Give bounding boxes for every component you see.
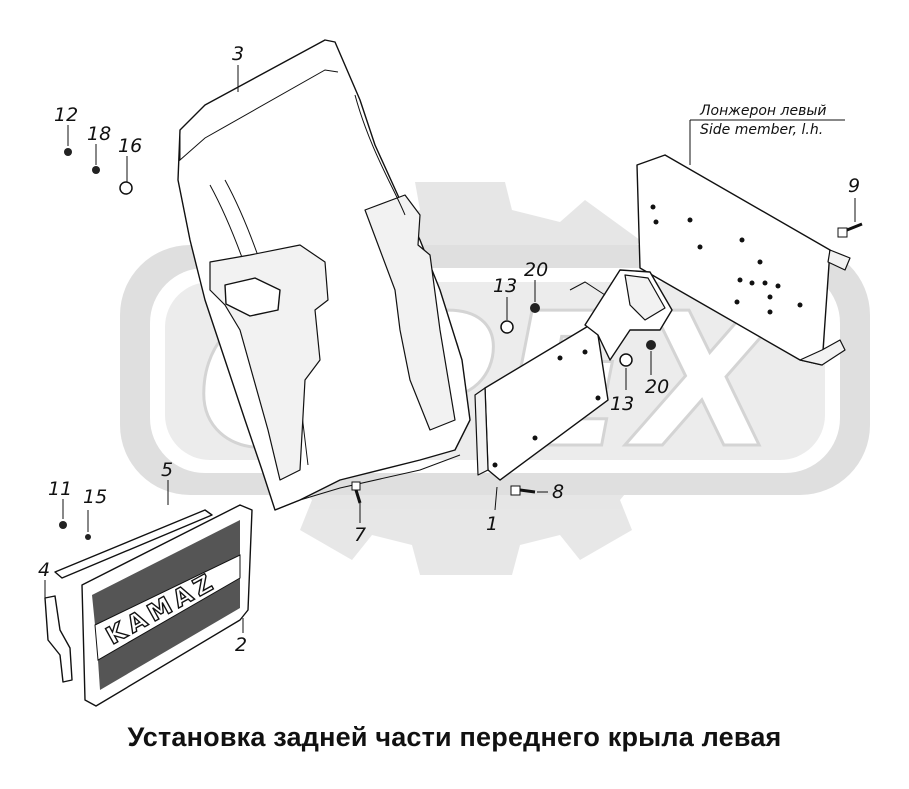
callout-2: 2 xyxy=(235,634,247,656)
fender-right-bracket xyxy=(364,194,456,431)
side-member-flange-bottom xyxy=(799,339,846,366)
washer-20-bottom xyxy=(646,340,656,350)
bolt-8 xyxy=(510,485,536,496)
bracket-flange xyxy=(474,387,489,476)
side-member-label-en: Side member, l.h. xyxy=(700,122,823,138)
callout-5: 5 xyxy=(161,459,173,481)
bracket-holes xyxy=(492,349,601,468)
fender-left-clip xyxy=(224,277,281,317)
mudflap-logo-band xyxy=(94,554,241,661)
side-member-flange-top xyxy=(827,249,851,271)
bolt-7 xyxy=(351,481,362,504)
callout-20-bottom: 20 xyxy=(645,376,669,398)
nut-16 xyxy=(119,181,133,195)
side-member-left xyxy=(636,154,851,366)
callout-16: 16 xyxy=(118,135,142,157)
fasteners xyxy=(59,148,863,540)
fender-inner-arch xyxy=(354,94,406,216)
fender-top-edge xyxy=(179,69,339,162)
fender-bottom-edge xyxy=(274,454,461,511)
callout-7: 7 xyxy=(354,524,366,546)
mudflap-bottom-grille xyxy=(98,578,240,690)
callout-13-top: 13 xyxy=(493,275,517,297)
callout-11: 11 xyxy=(48,478,72,500)
callout-13-bottom: 13 xyxy=(610,393,634,415)
side-member-label-ru: Лонжерон левый xyxy=(699,103,827,119)
part-3-fender-rear-section xyxy=(177,39,471,511)
washer-20-top xyxy=(530,303,540,313)
washer-18 xyxy=(92,166,100,174)
part-1-mounting-bracket xyxy=(474,269,673,481)
nut-13-top xyxy=(500,320,514,334)
mudflap-top-grille xyxy=(92,520,240,625)
callout-4: 4 xyxy=(38,559,50,581)
part-5-retaining-strip xyxy=(54,509,213,579)
bracket-gusset xyxy=(624,274,666,321)
callout-15: 15 xyxy=(83,486,107,508)
callout-1: 1 xyxy=(486,513,498,535)
nut-12 xyxy=(64,148,72,156)
callout-12: 12 xyxy=(54,104,78,126)
nut-11 xyxy=(59,521,67,529)
nut-13-bottom xyxy=(619,353,633,367)
callout-numbers: 12 18 16 3 13 20 13 20 9 7 8 1 5 11 15 4… xyxy=(38,43,860,656)
callout-20-top: 20 xyxy=(524,259,548,281)
diagram-caption: Установка задней части переднего крыла л… xyxy=(127,722,782,752)
part-4-mudflap-bracket xyxy=(44,595,73,683)
callout-9: 9 xyxy=(848,175,860,197)
bracket-pointer-line xyxy=(569,281,606,296)
washer-15 xyxy=(85,534,91,540)
callout-18: 18 xyxy=(87,123,111,145)
callout-3: 3 xyxy=(232,43,244,65)
side-member-label: Лонжерон левый Side member, l.h. xyxy=(699,103,827,138)
callout-8: 8 xyxy=(552,481,564,503)
bolt-9 xyxy=(837,222,863,238)
side-member-holes xyxy=(650,204,803,315)
part-2-mudflap: KAMAZ xyxy=(81,504,253,707)
leader-lines xyxy=(44,65,856,633)
